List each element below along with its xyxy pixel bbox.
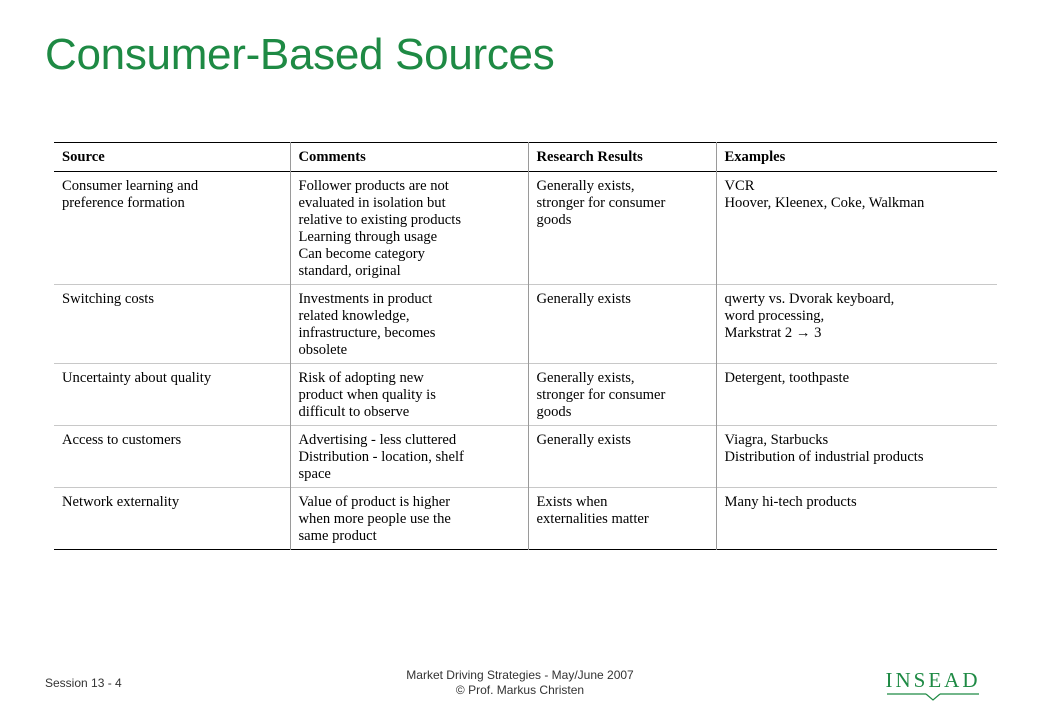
cell-research-results: Generally exists, stronger for consumer … <box>527 171 716 285</box>
column-header-research-results: Research Results <box>527 142 716 172</box>
table-row: Switching costs Investments in product r… <box>54 284 997 364</box>
cell-research-results: Exists when externalities matter <box>527 487 716 550</box>
cell-comments: Advertising - less cluttered Distributio… <box>289 425 528 488</box>
column-header-examples: Examples <box>715 142 997 172</box>
table-row: Network externality Value of product is … <box>54 487 997 550</box>
cell-examples: VCR Hoover, Kleenex, Coke, Walkman <box>715 171 997 285</box>
cell-source: Consumer learning and preference formati… <box>62 178 199 211</box>
cell-comments: Follower products are not evaluated in i… <box>289 171 528 285</box>
cell-research-results: Generally exists, stronger for consumer … <box>527 363 716 426</box>
cell-comments: Investments in product related knowledge… <box>289 284 528 364</box>
insead-logo: INSEAD <box>885 668 981 702</box>
table-row: Uncertainty about quality Risk of adopti… <box>54 363 997 426</box>
cell-comments: Value of product is higher when more peo… <box>289 487 528 550</box>
cell-research-results: Generally exists <box>527 284 716 364</box>
table-row: Consumer learning and preference formati… <box>54 171 997 285</box>
table-header-row: Source Comments Research Results Example… <box>54 142 997 172</box>
logo-wordmark: INSEAD <box>885 668 981 692</box>
column-header-source: Source <box>62 149 105 165</box>
cell-research-results: Generally exists <box>527 425 716 488</box>
cell-source: Access to customers <box>62 432 182 448</box>
copyright-notice: © Prof. Markus Christen <box>455 683 585 697</box>
session-number: Session 13 - 4 <box>45 676 122 690</box>
cell-examples: qwerty vs. Dvorak keyboard, word process… <box>715 284 997 364</box>
sources-table: Source Comments Research Results Example… <box>54 142 997 550</box>
course-title: Market Driving Strategies - May/June 200… <box>406 668 634 682</box>
cell-examples: Detergent, toothpaste <box>715 363 997 426</box>
cell-source: Uncertainty about quality <box>62 370 212 386</box>
cell-examples: Viagra, Starbucks Distribution of indust… <box>715 425 997 488</box>
cell-examples: Many hi-tech products <box>715 487 997 550</box>
cell-comments: Risk of adopting new product when qualit… <box>289 363 528 426</box>
cell-source: Switching costs <box>62 291 155 307</box>
footer-credits: Market Driving Strategies - May/June 200… <box>370 668 670 698</box>
logo-underline-chevron <box>887 693 979 701</box>
slide-title: Consumer-Based Sources <box>45 30 555 79</box>
table-row: Access to customers Advertising - less c… <box>54 425 997 488</box>
cell-source: Network externality <box>62 494 180 510</box>
column-header-comments: Comments <box>289 142 528 172</box>
